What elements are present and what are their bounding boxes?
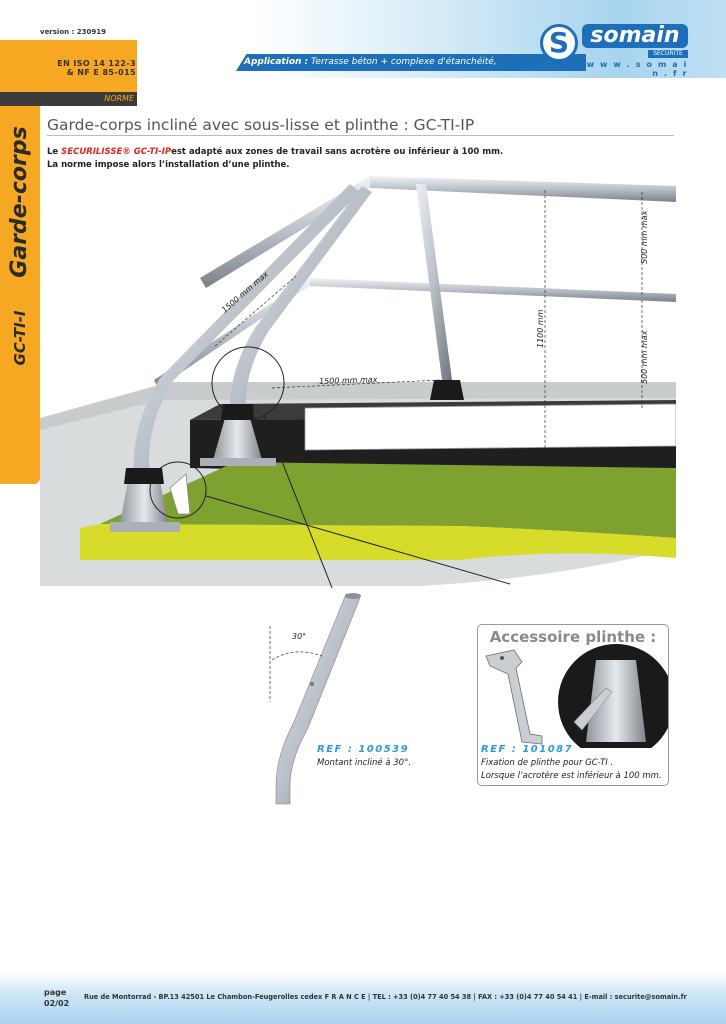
angle-arc [271, 651, 323, 661]
side-tab-code: GC-TI-I [11, 310, 29, 366]
base-back-collar [430, 380, 464, 400]
application-bar [236, 54, 586, 71]
base-front-cone [120, 480, 168, 524]
intro-line-2: La norme impose alors l’installation d’u… [47, 160, 290, 170]
ref-upright-description: Montant incliné à 30°. [317, 758, 412, 768]
upright-detail-hole [310, 682, 314, 686]
fixation-hole [500, 656, 504, 660]
side-tab-category: Garde-corps [7, 126, 32, 278]
intro-line-1: Le SECURILISSE® GC-TI-IPest adapté aux z… [47, 147, 503, 157]
base-front-collar [124, 468, 164, 484]
base-middle-plate [200, 458, 276, 466]
base-front-plate [110, 522, 180, 532]
application-text: Application : Terrasse béton + complexe … [244, 57, 497, 67]
slab-edge [40, 382, 676, 430]
upright-detail-tube [275, 593, 361, 805]
waterproof-membrane [100, 462, 676, 538]
zoom-leader-upright [263, 415, 333, 588]
plinth-bracket [169, 473, 191, 515]
ref-accessory-label: REF : 101087 [481, 744, 574, 755]
intro-brand: SECURILISSE® GC-TI-IP [61, 147, 172, 157]
zoom-circle-bracket [149, 461, 207, 519]
upright-detail-drawing [269, 593, 361, 805]
logo-s-icon: S [548, 26, 570, 59]
zoom-leader-bracket [205, 495, 511, 585]
accessory-illustration [485, 644, 668, 748]
intro-prefix: Le [47, 147, 59, 157]
ref-upright-label: REF : 100539 [317, 744, 410, 755]
page-number: 02/02 [44, 999, 70, 1008]
dim-lower-gap-label: 500 mm max [640, 330, 649, 384]
base-middle-cone [213, 418, 262, 460]
upright-front [133, 184, 360, 478]
toe-board [304, 403, 676, 451]
norm-line-2: & NF E 85-015 [66, 68, 136, 77]
logo-emblem [540, 24, 578, 62]
logo-wordmark: somain [582, 24, 688, 48]
zoom-circle-upright [211, 346, 285, 420]
norme-label: NORME [104, 94, 134, 103]
upright-middle [230, 186, 372, 408]
mid-rail [310, 278, 676, 302]
norme-bar [0, 92, 137, 106]
title-divider [47, 135, 674, 136]
intro-line-1-rest: est adapté aux zones de travail sans acr… [171, 147, 504, 157]
dim-upright-spacing-line [214, 275, 297, 347]
upright-detail-tube-end [345, 593, 361, 599]
footer-band [0, 972, 726, 1024]
guardrail-illustration [40, 176, 676, 588]
footer-address: Rue de Montorrad - BP.13 42501 Le Chambo… [84, 993, 687, 1001]
membrane-edge [80, 524, 676, 560]
side-tab [0, 106, 40, 484]
logo-url: w w w . s o m a i n . f r [586, 60, 688, 78]
dim-span-line [271, 379, 441, 389]
accessory-zoom-cone [586, 660, 646, 742]
base-middle-collar [221, 404, 254, 420]
version-label: version : 230919 [40, 28, 107, 36]
dim-total-height-label: 1100 mm [536, 309, 545, 349]
accessory-title: Accessoire plinthe : [489, 628, 657, 646]
top-rail-inclined [200, 176, 370, 288]
upright-back [416, 184, 452, 380]
top-rail [370, 176, 676, 202]
application-label: Application : [244, 57, 309, 67]
accessory-description-2: Lorsque l’acrotère est inférieur à 100 m… [481, 771, 662, 781]
norm-line-1: EN ISO 14 122-3 [57, 59, 136, 68]
plinth-fixation-part [485, 649, 543, 745]
logo-tagline: SECURITE [648, 50, 688, 58]
angle-label: 30° [292, 632, 307, 641]
page-label: page [44, 988, 67, 997]
application-value: Terrasse béton + complexe d'étanchéité, [311, 57, 497, 67]
page-title: Garde-corps incliné avec sous-lisse et p… [47, 116, 475, 134]
accessory-description-1: Fixation de plinthe pour GC-TI . [481, 758, 614, 768]
accessory-zoom-bracket [573, 687, 613, 731]
dim-upper-gap-label: 500 mm max [640, 210, 649, 264]
